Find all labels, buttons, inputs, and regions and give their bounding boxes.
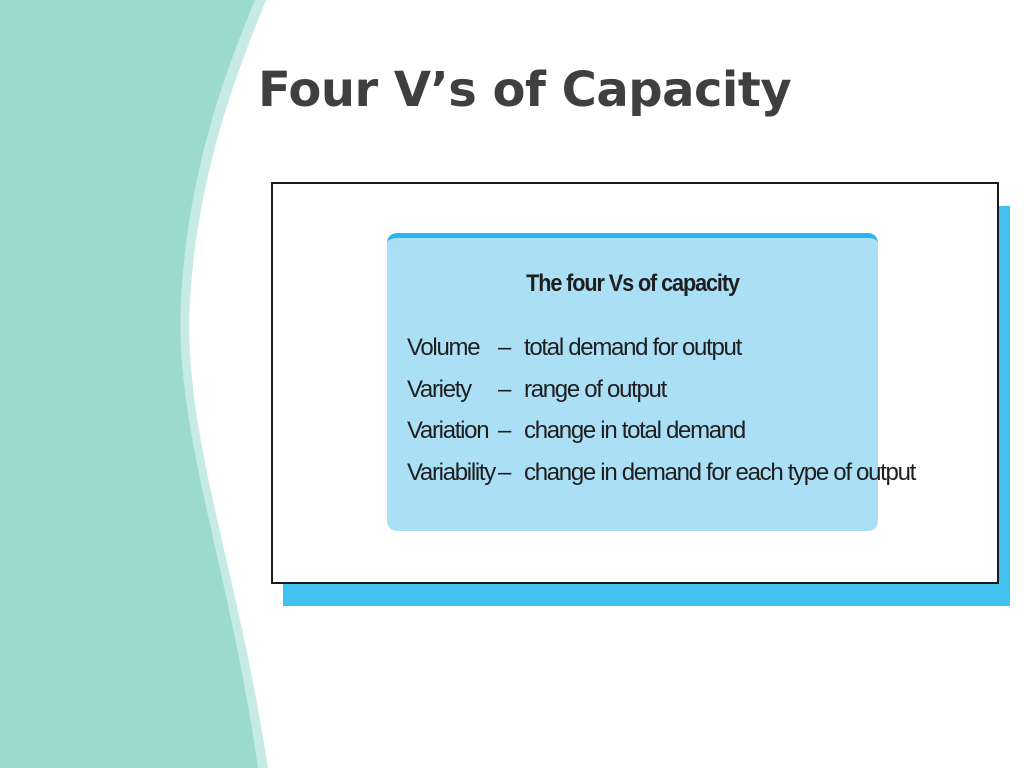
decorative-teal-wave (0, 0, 268, 768)
v-term: Variety (407, 375, 472, 403)
v-term: Variation (407, 417, 490, 444)
v-term: Variability (407, 458, 496, 486)
v-term: Volume (407, 334, 481, 361)
four-vs-box: The four Vs of capacity Volume – total d… (387, 233, 916, 531)
v-dash: – (498, 375, 511, 403)
v-dash: – (498, 417, 511, 444)
v-description: change in demand for each type of output (524, 458, 916, 486)
slide-title: Four V’s of Capacity (258, 62, 792, 118)
v-dash: – (498, 334, 511, 361)
four-vs-heading: The four Vs of capacity (526, 270, 740, 297)
v-dash: – (498, 458, 511, 486)
v-description: change in total demand (524, 417, 746, 444)
v-description: total demand for output (524, 334, 742, 361)
v-description: range of output (524, 375, 667, 403)
wave-main-shape (0, 0, 258, 768)
